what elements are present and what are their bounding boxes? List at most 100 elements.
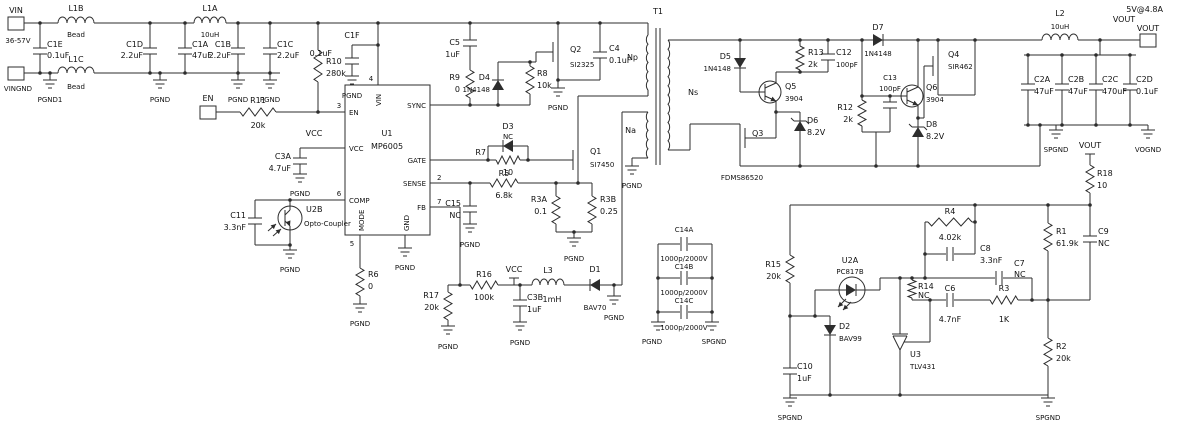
junction-dot — [518, 283, 522, 287]
r13-ref: R13 — [808, 48, 824, 57]
junction-dot — [48, 71, 52, 75]
r7-value: 10 — [503, 168, 513, 177]
R7-resistor — [495, 154, 521, 166]
c6-ref: C6 — [945, 284, 956, 293]
junction-dot — [612, 283, 616, 287]
T1-secondary-winding — [667, 39, 671, 151]
R13-resistor — [794, 45, 806, 71]
junction-dot — [268, 21, 272, 25]
r11-ref: R11 — [250, 96, 266, 105]
junction-dot — [1060, 53, 1064, 57]
c2c-ref: C2C — [1102, 75, 1119, 84]
d3-value: NC — [503, 133, 513, 141]
junction-dot — [528, 60, 532, 64]
R16-resistor — [469, 280, 499, 290]
D4-diode — [492, 80, 504, 90]
c14a-ref: C14A — [675, 226, 694, 234]
R1-resistor — [1043, 222, 1053, 252]
junction-dot — [923, 252, 927, 256]
vin-range-label: 36-57V — [5, 37, 30, 45]
u1-pin4-number: 4 — [369, 75, 374, 83]
r11-value: 20k — [251, 121, 266, 130]
L1C-bead — [57, 66, 95, 74]
pgnd-net-label: PGND — [548, 104, 568, 112]
c1c-value: 2.2uF — [277, 51, 300, 60]
c10-value: 1uF — [797, 374, 812, 383]
r2-ref: R2 — [1056, 342, 1067, 351]
vcc-net-label: VCC — [506, 265, 523, 274]
spgnd-net-label: SPGND — [778, 414, 803, 422]
junction-dot — [916, 38, 920, 42]
junction-dot — [1060, 123, 1064, 127]
l1c-ref: L1C — [68, 55, 84, 64]
R12-resistor — [856, 99, 868, 127]
U2B-optocoupler-transistor — [284, 209, 291, 216]
R3A-resistor — [551, 195, 561, 225]
c14c-value: 1000p/2000V — [660, 324, 707, 332]
output-rating: 5V@4.8A — [1126, 5, 1163, 14]
R8-resistor — [525, 65, 535, 95]
pgnd-net-label: PGND — [342, 92, 362, 100]
pgnd-net-label: PGND — [350, 320, 370, 328]
junction-dot — [860, 38, 864, 42]
junction-dot — [526, 158, 530, 162]
u1-pin-en: EN — [349, 109, 359, 117]
c2b-value: 47uF — [1068, 87, 1088, 96]
junction-dot — [1046, 298, 1050, 302]
light-arrow — [838, 301, 844, 307]
spgnd-net-label: SPGND — [1044, 146, 1069, 154]
c10-ref: C10 — [797, 362, 813, 371]
d7-value: 1N4148 — [864, 50, 892, 58]
D2-diode — [824, 325, 836, 335]
d6-ref: D6 — [807, 116, 818, 125]
u1-pin-sync: SYNC — [407, 102, 426, 110]
c13-ref: C13 — [883, 74, 897, 82]
d4-value: 1N4148 — [462, 86, 490, 94]
junction-dot — [798, 164, 802, 168]
junction-dot — [813, 314, 817, 318]
junction-dot — [376, 43, 380, 47]
pgnd-net-label: PGND — [642, 338, 662, 346]
u1-pin-gnd: GND — [403, 215, 411, 231]
c8-value: 3.3nF — [980, 256, 1003, 265]
l1a-ref: L1A — [202, 4, 218, 13]
U3-shunt-regulator — [899, 335, 908, 351]
L1A-inductor — [193, 16, 227, 24]
c1b-ref: C1B — [215, 40, 231, 49]
pgnd-net-label: PGND — [460, 241, 480, 249]
c1d-ref: C1D — [126, 40, 143, 49]
junction-dot — [1098, 38, 1102, 42]
junction-dot — [738, 38, 742, 42]
q4-value: SIR462 — [948, 63, 973, 71]
c6-value: 4.7nF — [939, 315, 962, 324]
junction-dot — [710, 276, 714, 280]
pgnd-net-label: PGND — [280, 266, 300, 274]
junction-dot — [936, 38, 940, 42]
c3a-value: 4.7uF — [269, 164, 292, 173]
c13-value: 100pF — [879, 85, 901, 93]
U1-MP6005-body — [344, 84, 431, 236]
c14c-ref: C14C — [675, 297, 694, 305]
u1-pin-comp: COMP — [349, 197, 370, 205]
R17-resistor — [443, 291, 453, 321]
R2-resistor — [1043, 337, 1053, 367]
q3-value: FDMS86520 — [721, 174, 763, 182]
r18-ref: R18 — [1097, 169, 1113, 178]
junction-dot — [1088, 203, 1092, 207]
vin-terminal — [7, 16, 25, 31]
r6-ref: R6 — [368, 270, 379, 279]
c3b-value: 1uF — [527, 305, 542, 314]
pgnd-net-label: PGND — [622, 182, 642, 190]
c2a-ref: C2A — [1034, 75, 1051, 84]
u1-pin7-number: 7 — [437, 198, 441, 206]
U3-shunt-regulator — [892, 335, 901, 351]
u1-pin5-number: 5 — [350, 240, 354, 248]
c3a-ref: C3A — [275, 152, 292, 161]
R15-resistor — [785, 254, 795, 284]
junction-dot — [556, 21, 560, 25]
pgnd-net-label: PGND — [564, 255, 584, 263]
junction-dot — [158, 71, 162, 75]
r10-ref: R10 — [326, 57, 342, 66]
c1d-value: 2.2uF — [121, 51, 144, 60]
vout-net-label-feedback: VOUT — [1079, 141, 1101, 150]
